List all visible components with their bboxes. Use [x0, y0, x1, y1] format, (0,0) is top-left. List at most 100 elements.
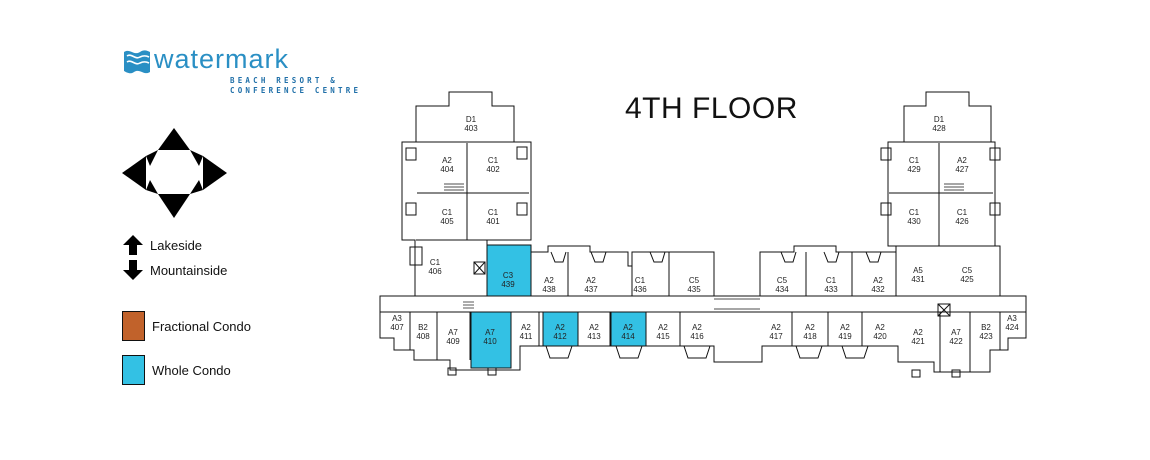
unit-423-num[interactable]: 423	[979, 332, 993, 341]
unit-427-num[interactable]: 427	[955, 165, 969, 174]
unit-423-type[interactable]: B2	[981, 323, 991, 332]
unit-426-num[interactable]: 426	[955, 217, 969, 226]
unit-417-num[interactable]: 417	[769, 332, 783, 341]
unit-421-num[interactable]: 421	[911, 337, 925, 346]
unit-409-type[interactable]: A7	[448, 328, 458, 337]
unit-427-type[interactable]: A2	[957, 156, 967, 165]
unit-410-num[interactable]: 410	[483, 337, 497, 346]
unit-411-num[interactable]: 411	[520, 332, 533, 341]
unit-433-num[interactable]: 433	[824, 285, 838, 294]
unit-439-type[interactable]: C3	[503, 271, 514, 280]
legend-lakeside-label: Lakeside	[150, 237, 203, 253]
unit-413-num[interactable]: 413	[587, 332, 601, 341]
unit-435-num[interactable]: 435	[687, 285, 701, 294]
unit-429-num[interactable]: 429	[907, 165, 921, 174]
whole-swatch	[122, 355, 145, 385]
unit-406-type[interactable]: C1	[430, 258, 441, 267]
floor-title: 4TH FLOOR	[625, 92, 798, 125]
unit-401-type[interactable]: C1	[488, 208, 499, 217]
unit-419-type[interactable]: A2	[840, 323, 850, 332]
unit-426-type[interactable]: C1	[957, 208, 968, 217]
unit-436-num[interactable]: 436	[633, 285, 647, 294]
unit-433-type[interactable]: C1	[826, 276, 837, 285]
unit-414-fill	[610, 311, 647, 347]
legend-fractional: Fractional Condo	[122, 311, 251, 341]
unit-408-type[interactable]: B2	[418, 323, 428, 332]
legend-mountainside: Mountainside	[122, 259, 227, 281]
unit-421-type[interactable]: A2	[913, 328, 923, 337]
unit-409-num[interactable]: 409	[446, 337, 460, 346]
logo-tagline-2: CONFERENCE CENTRE	[230, 86, 362, 95]
unit-434-type[interactable]: C5	[777, 276, 788, 285]
unit-437-type[interactable]: A2	[586, 276, 596, 285]
unit-439-fill	[486, 244, 532, 297]
arrow-up-icon	[123, 235, 143, 255]
unit-401-num[interactable]: 401	[486, 217, 500, 226]
unit-416-type[interactable]: A2	[692, 323, 702, 332]
unit-430-num[interactable]: 430	[907, 217, 921, 226]
unit-428-num[interactable]: 428	[932, 124, 946, 133]
unit-404-type[interactable]: A2	[442, 156, 452, 165]
unit-415-type[interactable]: A2	[658, 323, 668, 332]
unit-439-num[interactable]: 439	[501, 280, 515, 289]
legend-lakeside: Lakeside	[122, 234, 202, 256]
unit-403-num[interactable]: 403	[464, 124, 478, 133]
left-wing-outline	[401, 91, 532, 297]
unit-403-type[interactable]: D1	[466, 115, 477, 124]
unit-432-num[interactable]: 432	[871, 285, 885, 294]
unit-405-num[interactable]: 405	[440, 217, 454, 226]
unit-404-num[interactable]: 404	[440, 165, 454, 174]
legend-whole-label: Whole Condo	[152, 362, 231, 378]
wave-icon	[124, 50, 150, 74]
unit-410-type[interactable]: A7	[485, 328, 495, 337]
unit-435-type[interactable]: C5	[689, 276, 700, 285]
unit-436-type[interactable]: C1	[635, 276, 646, 285]
unit-430-type[interactable]: C1	[909, 208, 920, 217]
unit-437-num[interactable]: 437	[584, 285, 598, 294]
unit-422-type[interactable]: A7	[951, 328, 961, 337]
unit-407-type[interactable]: A3	[392, 314, 402, 323]
unit-413-type[interactable]: A2	[589, 323, 599, 332]
unit-414-num[interactable]: 414	[621, 332, 635, 341]
unit-402-num[interactable]: 402	[486, 165, 500, 174]
unit-422-num[interactable]: 422	[949, 337, 963, 346]
unit-425-num[interactable]: 425	[960, 275, 974, 284]
unit-418-num[interactable]: 418	[803, 332, 817, 341]
unit-414-type[interactable]: A2	[623, 323, 633, 332]
unit-432-type[interactable]: A2	[873, 276, 883, 285]
arrow-down-icon	[123, 260, 143, 280]
unit-416-num[interactable]: 416	[690, 332, 704, 341]
compass-icon	[122, 128, 227, 218]
unit-417-type[interactable]: A2	[771, 323, 781, 332]
unit-406-num[interactable]: 406	[428, 267, 442, 276]
unit-424-num[interactable]: 424	[1005, 323, 1019, 332]
unit-415-num[interactable]: 415	[656, 332, 670, 341]
unit-429-type[interactable]: C1	[909, 156, 920, 165]
unit-408-num[interactable]: 408	[416, 332, 430, 341]
unit-420-num[interactable]: 420	[873, 332, 887, 341]
unit-431-num[interactable]: 431	[911, 275, 925, 284]
unit-419-num[interactable]: 419	[838, 332, 852, 341]
unit-438-type[interactable]: A2	[544, 276, 554, 285]
unit-424-type[interactable]: A3	[1007, 314, 1017, 323]
unit-425-type[interactable]: C5	[962, 266, 973, 275]
unit-412-type[interactable]: A2	[555, 323, 565, 332]
unit-405-type[interactable]: C1	[442, 208, 453, 217]
unit-412-num[interactable]: 412	[553, 332, 567, 341]
brand-logo: watermark BEACH RESORT & CONFERENCE CENT…	[122, 44, 362, 100]
unit-438-num[interactable]: 438	[542, 285, 556, 294]
legend-whole: Whole Condo	[122, 355, 231, 385]
unit-410-fill	[470, 311, 512, 369]
fractional-swatch	[122, 311, 145, 341]
unit-434-num[interactable]: 434	[775, 285, 789, 294]
legend-fractional-label: Fractional Condo	[152, 318, 251, 334]
unit-420-type[interactable]: A2	[875, 323, 885, 332]
unit-428-type[interactable]: D1	[934, 115, 945, 124]
unit-407-num[interactable]: 407	[390, 323, 404, 332]
unit-402-type[interactable]: C1	[488, 156, 499, 165]
unit-431-type[interactable]: A5	[913, 266, 923, 275]
unit-411-type[interactable]: A2	[521, 323, 531, 332]
unit-418-type[interactable]: A2	[805, 323, 815, 332]
logo-wordmark: watermark	[154, 44, 290, 74]
